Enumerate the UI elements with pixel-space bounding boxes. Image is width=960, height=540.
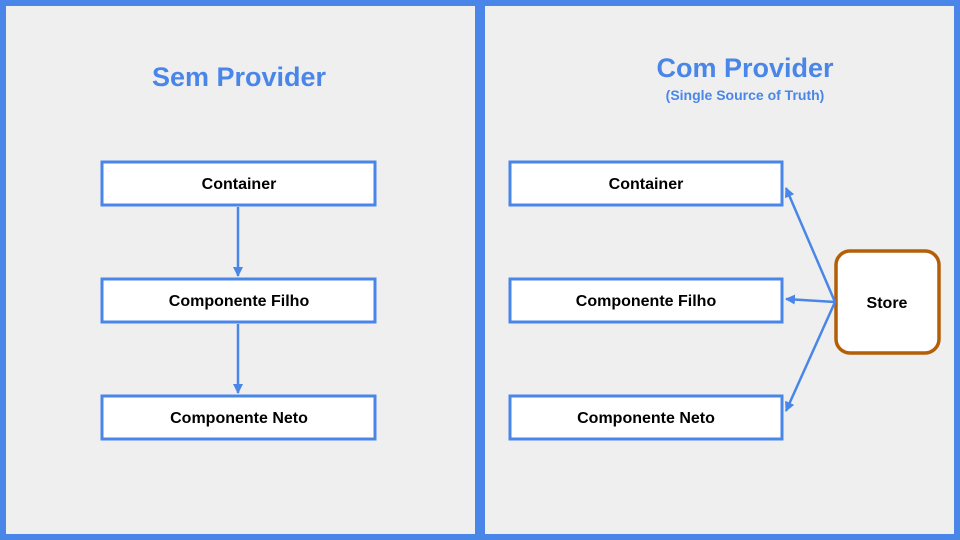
left-box-componente-filho: Componente Filho <box>100 277 377 324</box>
store-label: Store <box>867 295 908 312</box>
right-panel-subtitle: (Single Source of Truth) <box>666 87 825 103</box>
left-box-container: Container <box>100 160 377 207</box>
arrow-store-to-neto <box>784 301 837 412</box>
box-label: Componente Neto <box>577 410 715 427</box>
right-box-componente-filho: Componente Filho <box>508 277 784 324</box>
box-label: Componente Neto <box>170 410 308 427</box>
box-label: Container <box>202 176 277 193</box>
right-box-componente-neto: Componente Neto <box>508 394 784 441</box>
arrow-store-to-filho <box>785 294 836 305</box>
right-panel-frame <box>479 0 960 540</box>
left-panel-frame <box>0 0 481 540</box>
right-panel-title: Com Provider <box>656 53 834 83</box>
box-label: Componente Filho <box>169 293 310 310</box>
arrow-store-to-container <box>784 187 837 303</box>
left-panel-title: Sem Provider <box>152 62 327 92</box>
box-label: Container <box>609 176 684 193</box>
right-box-container: Container <box>508 160 784 207</box>
left-box-componente-neto: Componente Neto <box>100 394 377 441</box>
box-label: Componente Filho <box>576 293 717 310</box>
store-box: Store <box>834 249 941 355</box>
